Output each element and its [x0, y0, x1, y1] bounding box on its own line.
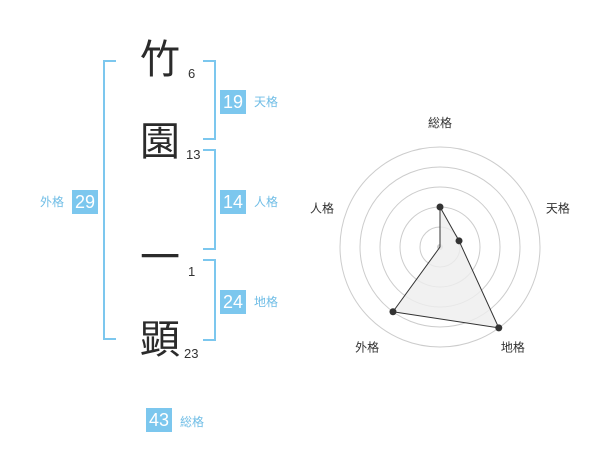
radar-axis-label: 地格 [501, 339, 525, 354]
radar-data-point [455, 237, 463, 245]
gaikaku-badge: 29 [72, 190, 99, 214]
radar-data-point [436, 203, 444, 211]
radar-data-point [495, 324, 503, 332]
name-char-2: 園 [140, 119, 180, 165]
radar-axis-label: 人格 [310, 201, 334, 216]
name-char-1: 竹 [140, 37, 180, 83]
radar-axis-label: 外格 [355, 339, 379, 354]
name-char-3: 一 [140, 235, 180, 281]
tenkaku-bracket [203, 60, 216, 140]
tenkaku-label: 天格 [254, 95, 279, 109]
soukaku-badge: 43 [146, 408, 173, 432]
stroke-count-4: 23 [184, 346, 199, 361]
radar-grid-ring [359, 166, 521, 328]
name-char-4: 顕 [140, 317, 180, 363]
tenkaku-badge: 19 [220, 90, 247, 114]
stroke-count-2: 13 [186, 147, 201, 162]
gaikaku-label: 外格 [40, 195, 65, 209]
chikaku-label: 地格 [254, 295, 279, 309]
radar-data-polygon [392, 205, 500, 329]
radar-axis-label: 総格 [428, 115, 452, 130]
soukaku-label: 総格 [180, 415, 205, 429]
stroke-count-3: 1 [188, 264, 196, 279]
radar-data-point [389, 308, 397, 316]
jinkaku-bracket [203, 149, 216, 250]
stroke-count-1: 6 [188, 66, 196, 81]
chikaku-bracket [203, 259, 216, 341]
radar-grid-ring [339, 146, 541, 348]
chikaku-badge: 24 [220, 290, 247, 314]
jinkaku-badge: 14 [220, 190, 247, 214]
jinkaku-label: 人格 [254, 195, 279, 209]
radar-axis-label: 天格 [546, 201, 570, 216]
gaikaku-bracket [103, 60, 116, 340]
